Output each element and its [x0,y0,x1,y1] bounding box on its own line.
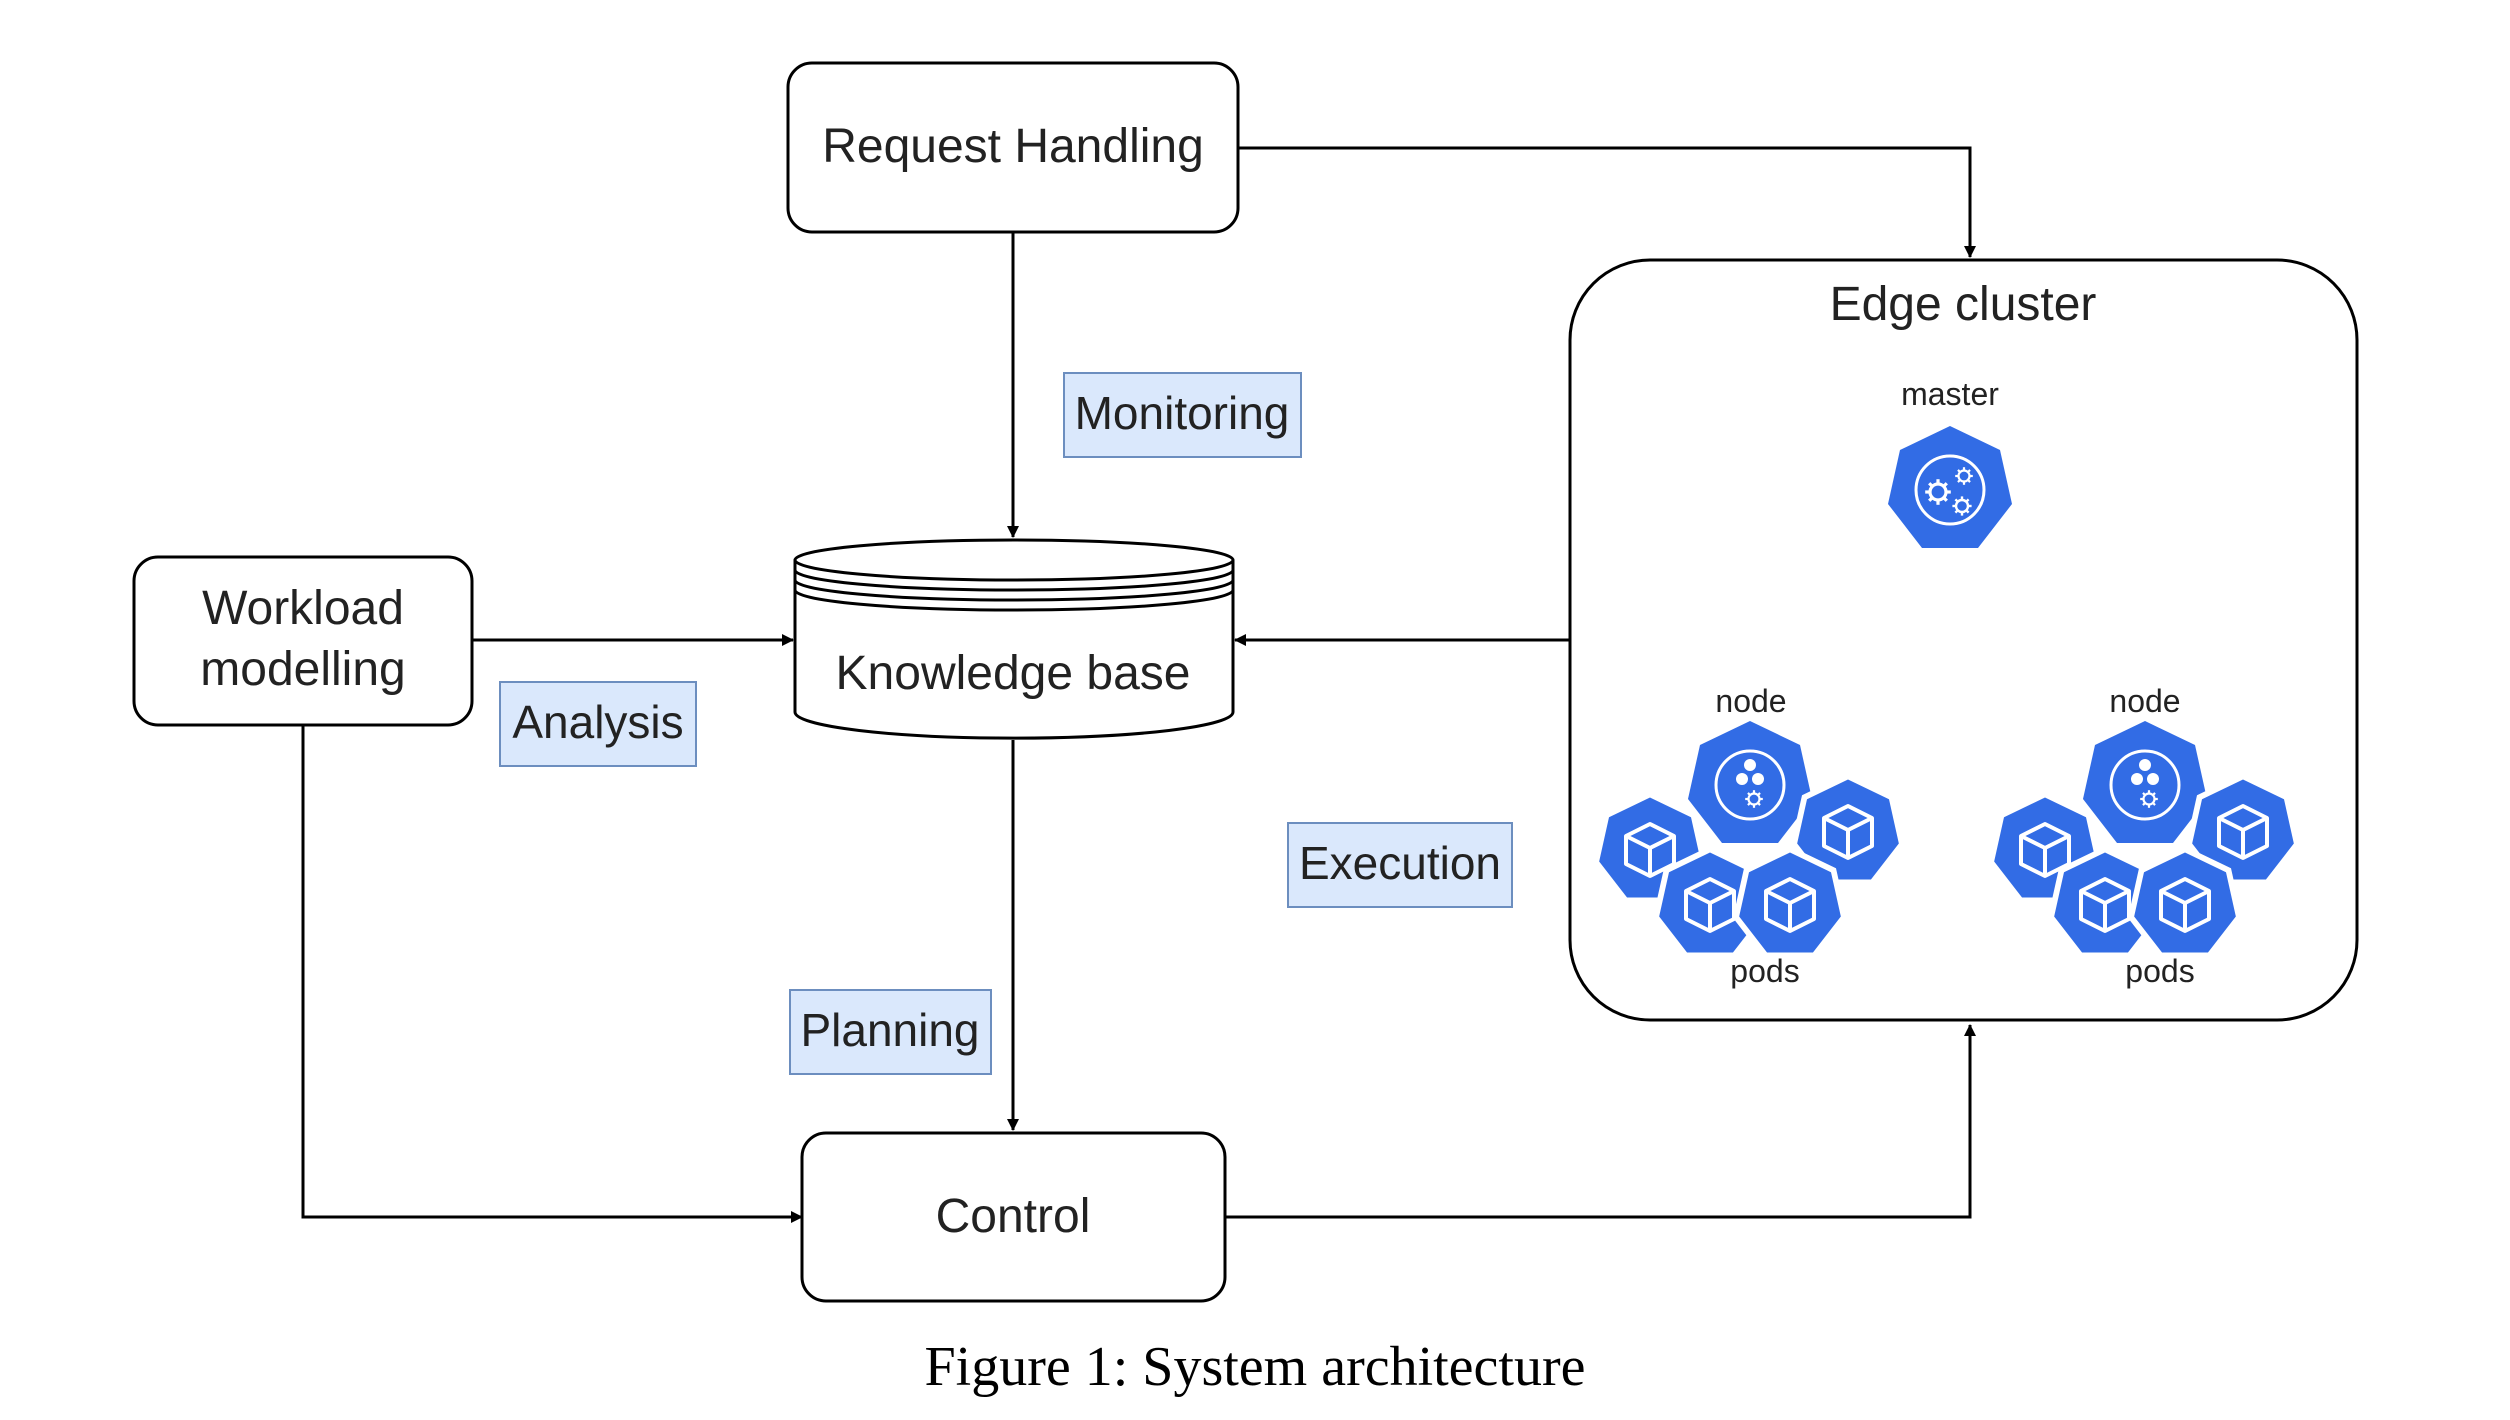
edge-cluster-title: Edge cluster [1830,278,2097,331]
pods-left-label: pods [1730,953,1799,989]
knowledge-base-store: Knowledge base [793,538,1235,740]
execution-label: Execution [1299,837,1501,889]
pods-right-label: pods [2125,953,2194,989]
master-label: master [1901,376,1999,412]
request-handling-label: Request Handling [822,120,1204,173]
workload-modelling-label-line1: Workload [202,582,404,635]
control-label: Control [936,1190,1091,1243]
monitoring-label: Monitoring [1075,387,1290,439]
node-right-label: node [2109,683,2180,719]
analysis-tag: Analysis [499,681,697,767]
execution-tag: Execution [1287,822,1513,908]
kubernetes-node-icon-right [2076,713,2215,850]
workload-modelling-label-line2: modelling [200,643,405,696]
figure-caption: Figure 1: System architecture [925,1336,1586,1398]
kubernetes-node-icon-left [1681,713,1820,850]
monitoring-tag: Monitoring [1063,372,1302,458]
workload-modelling-box: Workload modelling [132,555,474,727]
edge-cluster-container: Edge cluster master node pods node [1568,258,2359,1022]
knowledge-base-label: Knowledge base [836,647,1191,700]
edge-request-to-cluster [1238,146,1976,258]
control-box: Control [800,1131,1227,1303]
request-handling-box: Request Handling [786,61,1240,234]
planning-label: Planning [800,1004,979,1056]
analysis-label: Analysis [512,696,683,748]
edge-workload-to-control [301,725,803,1223]
edge-control-to-cluster [1225,1024,1976,1219]
planning-tag: Planning [789,989,992,1075]
node-left-label: node [1715,683,1786,719]
